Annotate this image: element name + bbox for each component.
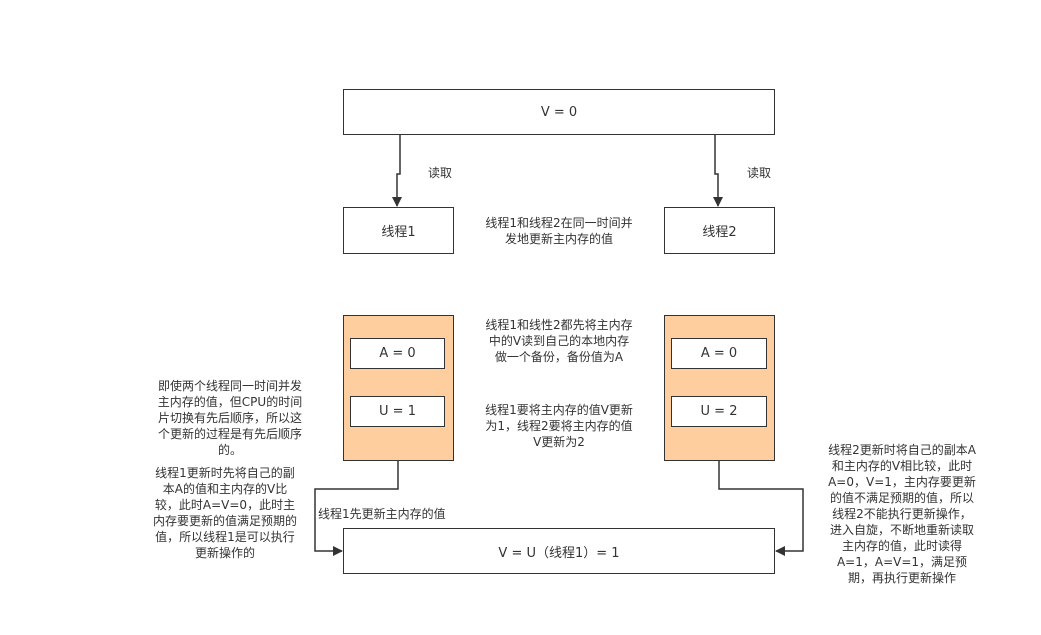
thread2-backup-a: A = 0	[671, 338, 767, 369]
thread1-backup-a: A = 0	[350, 338, 445, 369]
thread1-label: 线程1	[381, 225, 416, 240]
thread2-update-u-text: U = 2	[700, 404, 738, 419]
main-memory-text: V = 0	[540, 104, 578, 120]
main-memory-box: V = 0	[343, 89, 775, 135]
arrow-memory-to-thread2	[713, 135, 723, 207]
label-thread1-first: 线程1先更新主内存的值	[318, 507, 446, 521]
thread1-box: 线程1	[343, 207, 454, 254]
note-cpu-order: 即使两个线程同一时间并发 主内存的值，但CPU的时间 片切换有先后顺序，所以这 …	[157, 379, 303, 457]
arrow-thread2-to-result	[718, 461, 804, 556]
thread1-detail-box	[343, 315, 454, 461]
thread2-label: 线程2	[702, 225, 737, 240]
result-text: V = U（线程1）= 1	[498, 545, 620, 561]
note-thread1-compare: 线程1更新时先将自己的副 本A的值和主内存的V比 较，此时A=V=0，此时主 内…	[152, 466, 297, 560]
read-label-thread1: 读取	[428, 166, 453, 180]
note-concurrent-update: 线程1和线程2在同一时间并 发地更新主内存的值	[485, 216, 633, 246]
note-thread2-compare: 线程2更新时将自己的副本A 和主内存的V相比较，此时 A=0，V=1，主内存要更…	[828, 443, 976, 585]
thread2-detail-box	[664, 315, 775, 461]
thread2-update-u: U = 2	[671, 396, 767, 427]
thread1-backup-a-text: A = 0	[379, 346, 416, 361]
read-label-thread2: 读取	[747, 166, 772, 180]
note-backup: 线程1和线性2都先将主内存 中的V读到自己的本地内存 做一个备份，备份值为A	[485, 318, 633, 364]
thread1-update-u-text: U = 1	[379, 404, 416, 419]
arrow-memory-to-thread1	[392, 135, 402, 207]
thread1-update-u: U = 1	[350, 396, 445, 427]
thread2-backup-a-text: A = 0	[700, 346, 738, 361]
note-update-plan: 线程1要将主内存的值V更新 为1，线程2要将主内存的值 V更新为2	[485, 403, 633, 449]
thread2-box: 线程2	[664, 207, 775, 254]
arrow-thread1-to-result	[314, 461, 399, 556]
result-box: V = U（线程1）= 1	[343, 528, 775, 574]
